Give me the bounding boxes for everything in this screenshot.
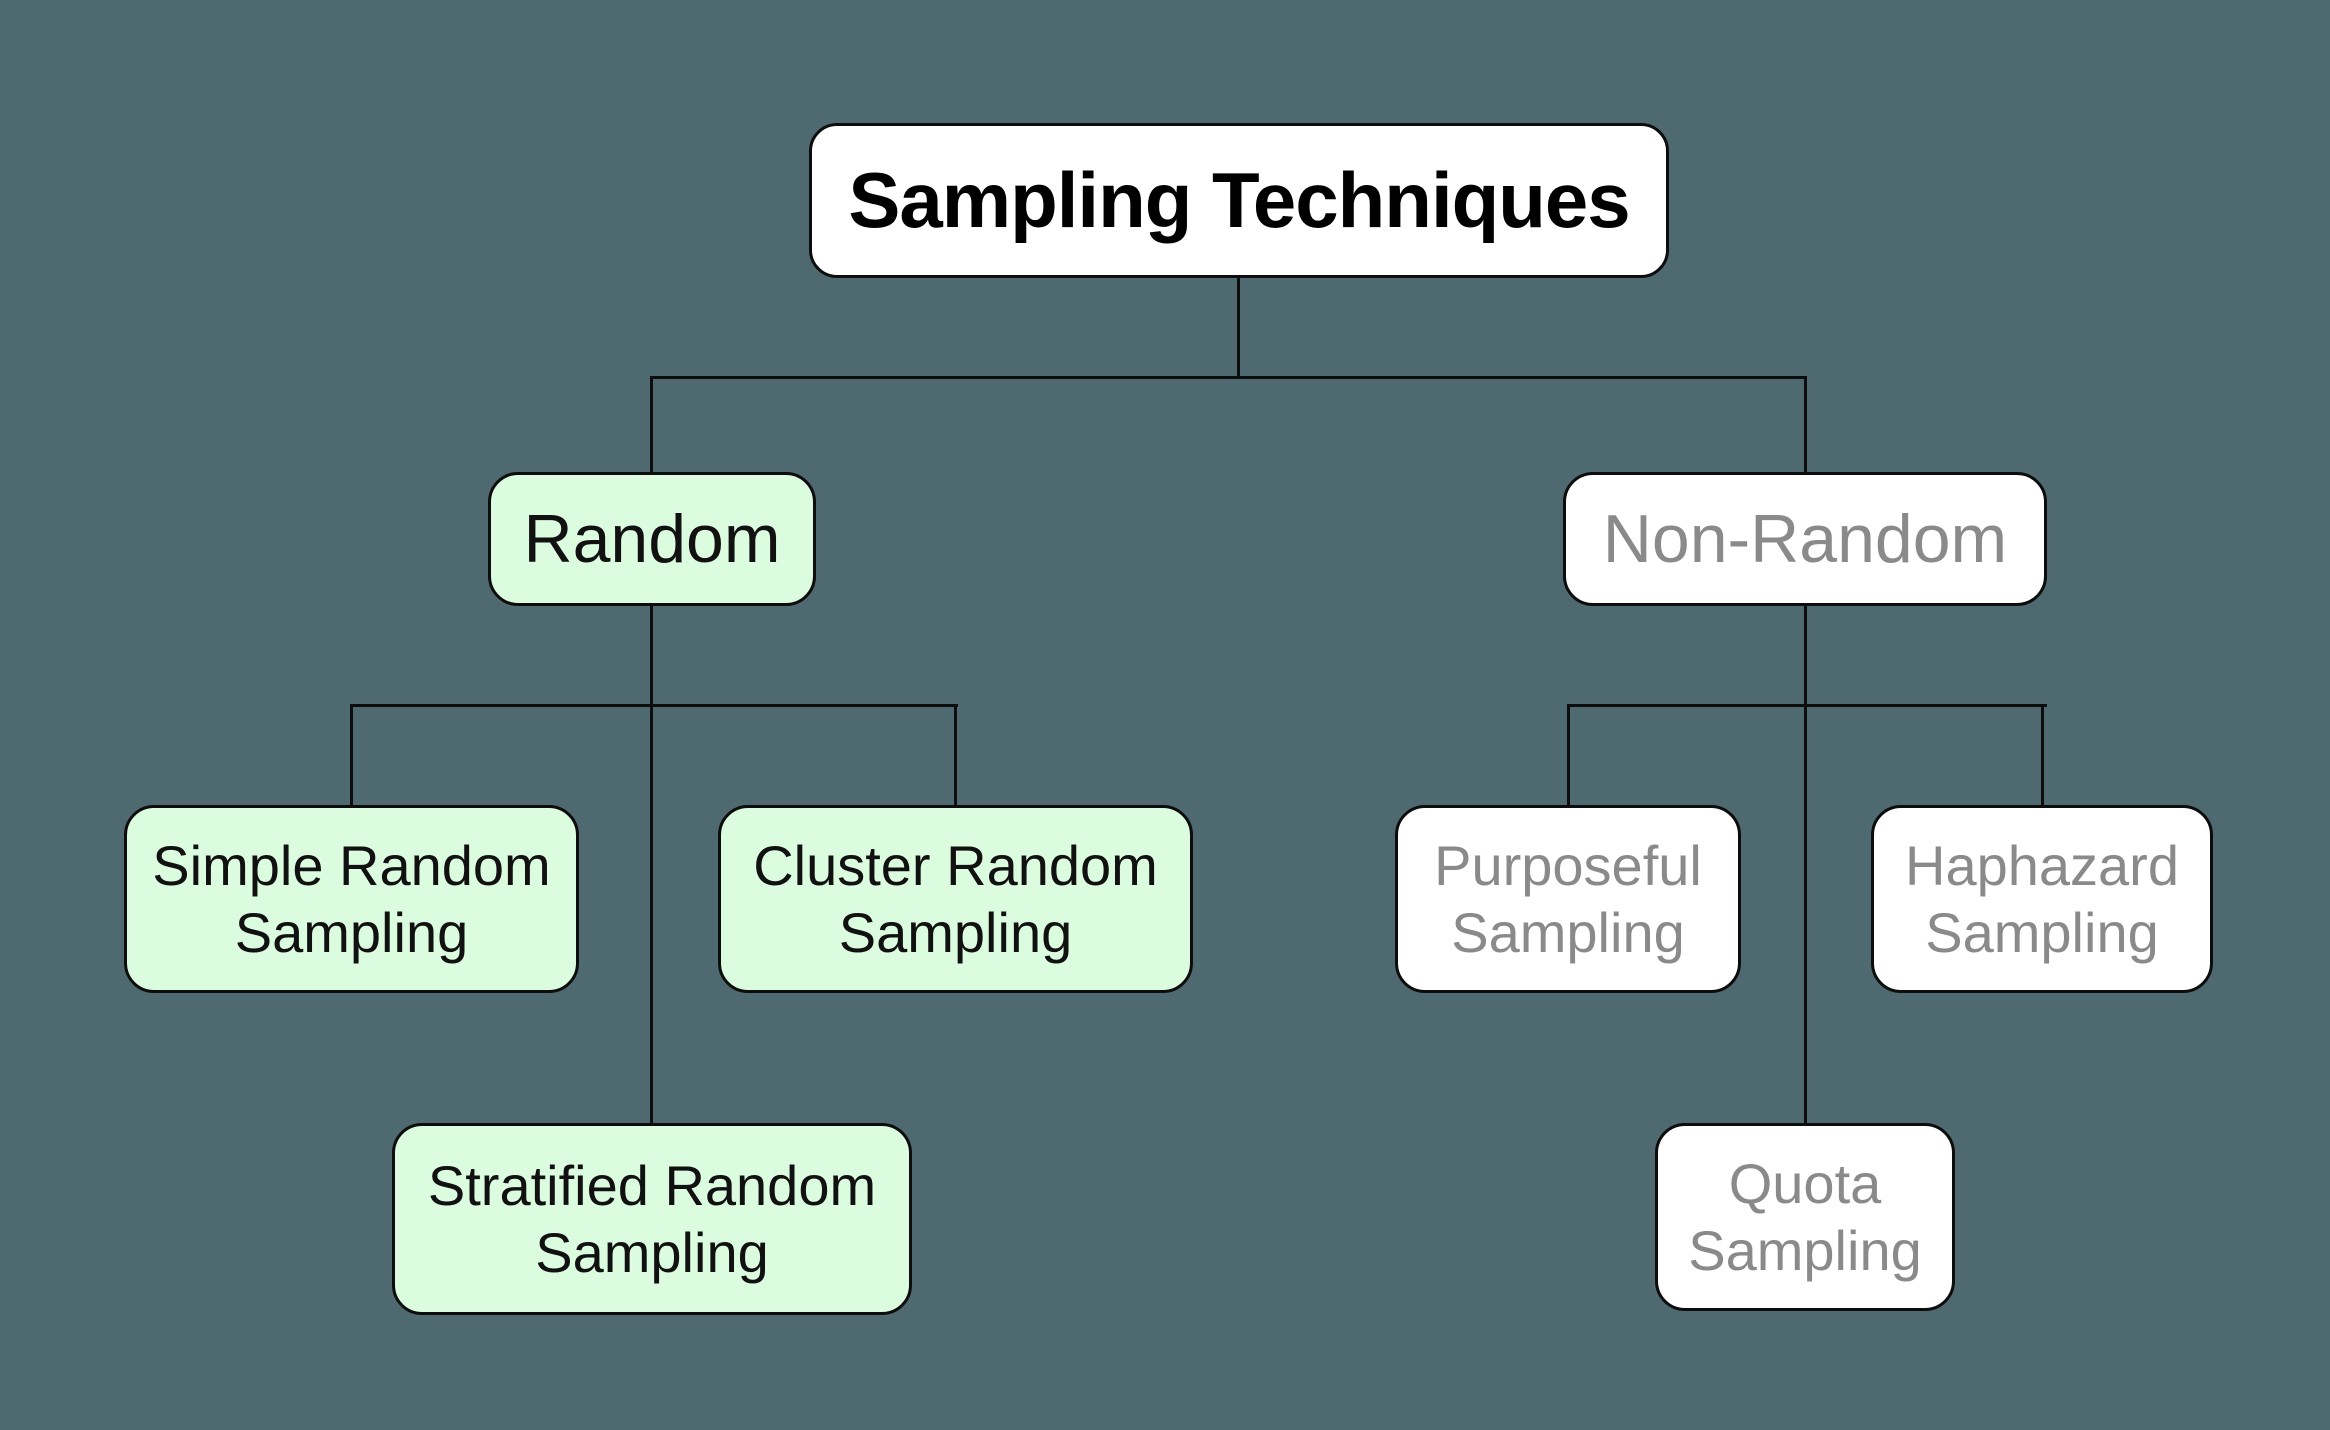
connector-level2-right-horizontal [1567, 704, 2047, 707]
node-haphazard-sampling-label: Haphazard Sampling [1905, 833, 2179, 964]
node-cluster-random-sampling: Cluster Random Sampling [718, 805, 1193, 993]
node-stratified-random-sampling: Stratified Random Sampling [392, 1123, 912, 1315]
node-random-label: Random [523, 501, 781, 577]
connector-to-haphazard [2041, 704, 2044, 805]
connector-random-to-stratified [650, 606, 653, 1123]
connector-non-random-to-quota [1804, 606, 1807, 1123]
node-random: Random [488, 472, 816, 606]
node-sampling-techniques-label: Sampling Techniques [848, 156, 1630, 244]
connector-to-non-random [1804, 376, 1807, 472]
node-quota-sampling: Quota Sampling [1655, 1123, 1955, 1311]
connector-to-purposeful [1567, 704, 1570, 805]
node-stratified-random-sampling-label: Stratified Random Sampling [427, 1153, 877, 1284]
connector-to-cluster-random [954, 704, 957, 805]
node-non-random-label: Non-Random [1602, 501, 2008, 577]
connector-to-simple-random [350, 704, 353, 805]
connector-to-random [650, 376, 653, 472]
node-haphazard-sampling: Haphazard Sampling [1871, 805, 2213, 993]
connector-root-vertical [1237, 278, 1240, 376]
node-purposeful-sampling-label: Purposeful Sampling [1434, 833, 1702, 964]
node-simple-random-sampling: Simple Random Sampling [124, 805, 579, 993]
node-simple-random-sampling-label: Simple Random Sampling [152, 833, 551, 964]
node-quota-sampling-label: Quota Sampling [1688, 1151, 1922, 1282]
node-sampling-techniques: Sampling Techniques [809, 123, 1669, 278]
connector-level2-left-horizontal [350, 704, 958, 707]
node-cluster-random-sampling-label: Cluster Random Sampling [753, 833, 1158, 964]
connector-level1-horizontal [650, 376, 1807, 379]
node-non-random: Non-Random [1563, 472, 2047, 606]
node-purposeful-sampling: Purposeful Sampling [1395, 805, 1741, 993]
